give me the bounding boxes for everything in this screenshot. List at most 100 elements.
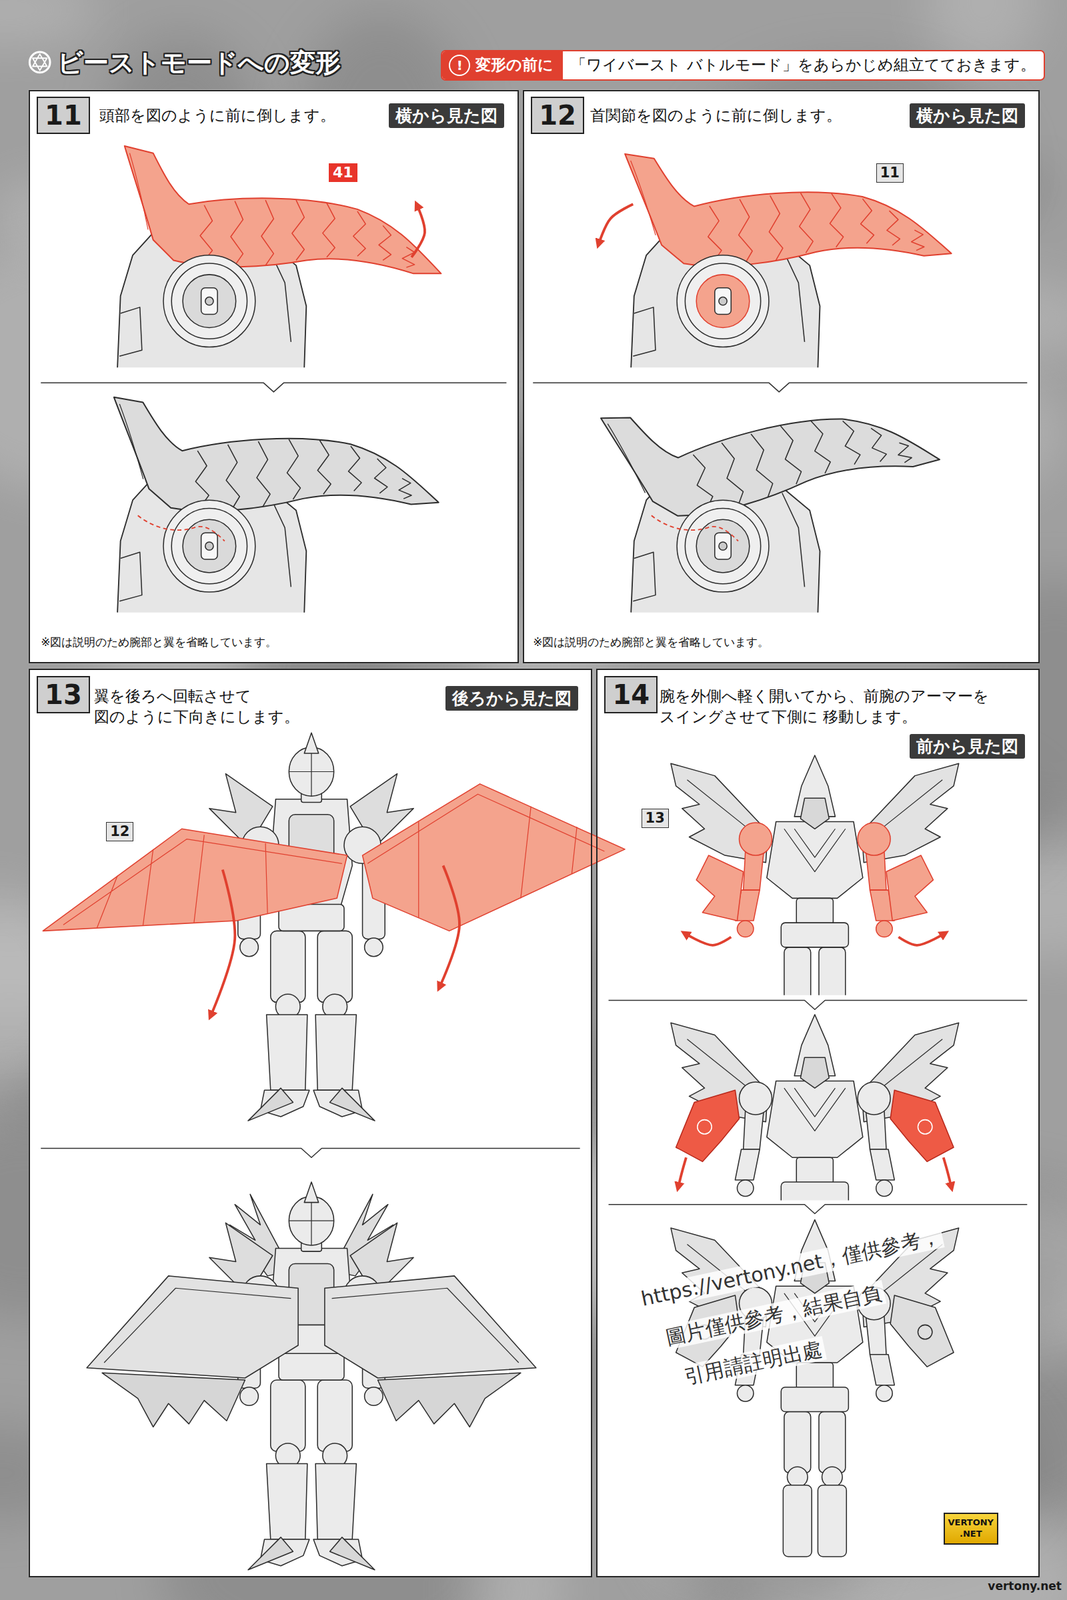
crest — [600, 336, 940, 542]
head-crest — [624, 126, 952, 282]
crest-segment — [766, 194, 785, 261]
forearm-armor — [696, 855, 743, 921]
hexagram-icon — [32, 54, 47, 71]
robot-parts — [670, 1014, 959, 1202]
armor-detail — [917, 1120, 932, 1135]
crest-segment — [284, 438, 302, 500]
joint-boss — [201, 532, 218, 560]
face — [800, 1057, 829, 1089]
crest-line — [630, 159, 656, 238]
instruction-text: 首関節を図のように前に倒します。 — [590, 105, 842, 127]
joint-boss — [201, 288, 218, 315]
view-label-text: 前から見た図 — [916, 736, 1019, 757]
crest — [114, 375, 439, 525]
crest-segment — [193, 450, 210, 507]
line-art — [29, 52, 1027, 1571]
abdomen — [796, 1157, 833, 1185]
panel-line — [119, 307, 143, 357]
head-crest — [124, 146, 442, 274]
heel-spike — [330, 1537, 375, 1571]
robot-parts — [670, 755, 959, 996]
fist — [876, 1385, 893, 1402]
forearm-armor — [676, 1090, 740, 1162]
crest-line — [607, 418, 645, 498]
neck-joint — [163, 255, 256, 348]
thigh — [317, 930, 353, 1003]
instruction-text: 頭部を図のように前に倒します。 — [99, 105, 336, 127]
crest-segment — [717, 440, 747, 507]
step-number: 11 — [36, 96, 91, 135]
fist — [240, 1387, 259, 1407]
knee — [786, 1467, 808, 1488]
step-divider — [40, 382, 507, 393]
crest-segment — [735, 198, 754, 265]
forearm-armor — [890, 1090, 954, 1162]
instruction-text: 翼を後ろへ回転させて 図のように下向きにします。 — [94, 686, 309, 728]
head-figure — [114, 375, 439, 613]
thigh — [784, 1412, 811, 1474]
armor-detail — [697, 1120, 712, 1135]
panel-line — [782, 248, 805, 343]
reference-step-box: 11 — [876, 163, 904, 183]
crest-segment — [373, 458, 389, 494]
torso — [766, 822, 863, 899]
warning-note: 「ワイバースト バトルモード」をあらかじめ組立てておきます。 — [562, 51, 1043, 80]
motion-arrow — [411, 204, 425, 258]
joint-pin — [718, 542, 727, 551]
panel-line — [632, 307, 656, 357]
joint-pin — [718, 297, 727, 306]
crest-segment — [866, 426, 888, 463]
marble-blot — [0, 0, 100, 46]
crest-segment — [200, 205, 213, 261]
wing-membrane — [102, 1373, 245, 1428]
wing — [324, 1276, 537, 1379]
head-figure — [624, 126, 952, 369]
wing-rib — [367, 794, 605, 918]
joint-pin — [205, 297, 214, 306]
crest-segment — [223, 444, 241, 510]
step-panel: 11横から見た図41頭部を図のように前に倒します。※図は説明のため腕部と翼を省略… — [28, 90, 519, 664]
crest-segment — [910, 229, 925, 251]
site-credit: vertony.net — [987, 1579, 1062, 1594]
shin — [817, 1485, 847, 1558]
upper-arm — [865, 1316, 887, 1356]
thigh — [270, 1380, 306, 1452]
hexagram-icon — [29, 52, 51, 73]
panel-line — [632, 552, 656, 601]
motion-arrow — [684, 932, 731, 945]
chest-line — [784, 828, 846, 872]
part-number-badge: 41 — [328, 163, 358, 183]
joint-pin — [205, 542, 214, 551]
head-figure — [600, 336, 940, 613]
crest-segment — [858, 198, 875, 245]
thigh — [317, 1380, 353, 1452]
view-label: 後ろから見た図 — [445, 686, 579, 711]
step-number-text: 12 — [538, 98, 577, 133]
neck-joint — [676, 255, 769, 348]
crest-segment — [827, 192, 845, 248]
shin — [266, 1014, 308, 1091]
crest-segment — [746, 432, 776, 499]
forearm — [734, 1149, 760, 1181]
crest-segment — [398, 478, 412, 500]
view-label-text: 横から見た図 — [395, 105, 498, 127]
note-text: ※図は説明のため腕部と翼を省略しています。 — [532, 634, 769, 651]
warning-icon: ! — [448, 54, 471, 77]
armor-detail — [917, 1325, 932, 1340]
wing-rib — [63, 834, 343, 928]
crest-segment — [292, 200, 305, 261]
head-spike — [304, 732, 319, 754]
fist — [736, 920, 753, 937]
neck-joint-ring — [684, 508, 761, 584]
neck-joint — [676, 500, 769, 593]
abdomen — [796, 898, 833, 925]
wing — [86, 1276, 299, 1379]
robot-figure — [209, 732, 414, 1122]
neck-joint-core — [182, 274, 237, 329]
step-number: 14 — [604, 676, 658, 714]
helmet — [288, 747, 334, 797]
shin — [782, 1485, 812, 1558]
page-title: ビーストモードへの変形 — [57, 46, 341, 81]
fist — [736, 1385, 753, 1402]
